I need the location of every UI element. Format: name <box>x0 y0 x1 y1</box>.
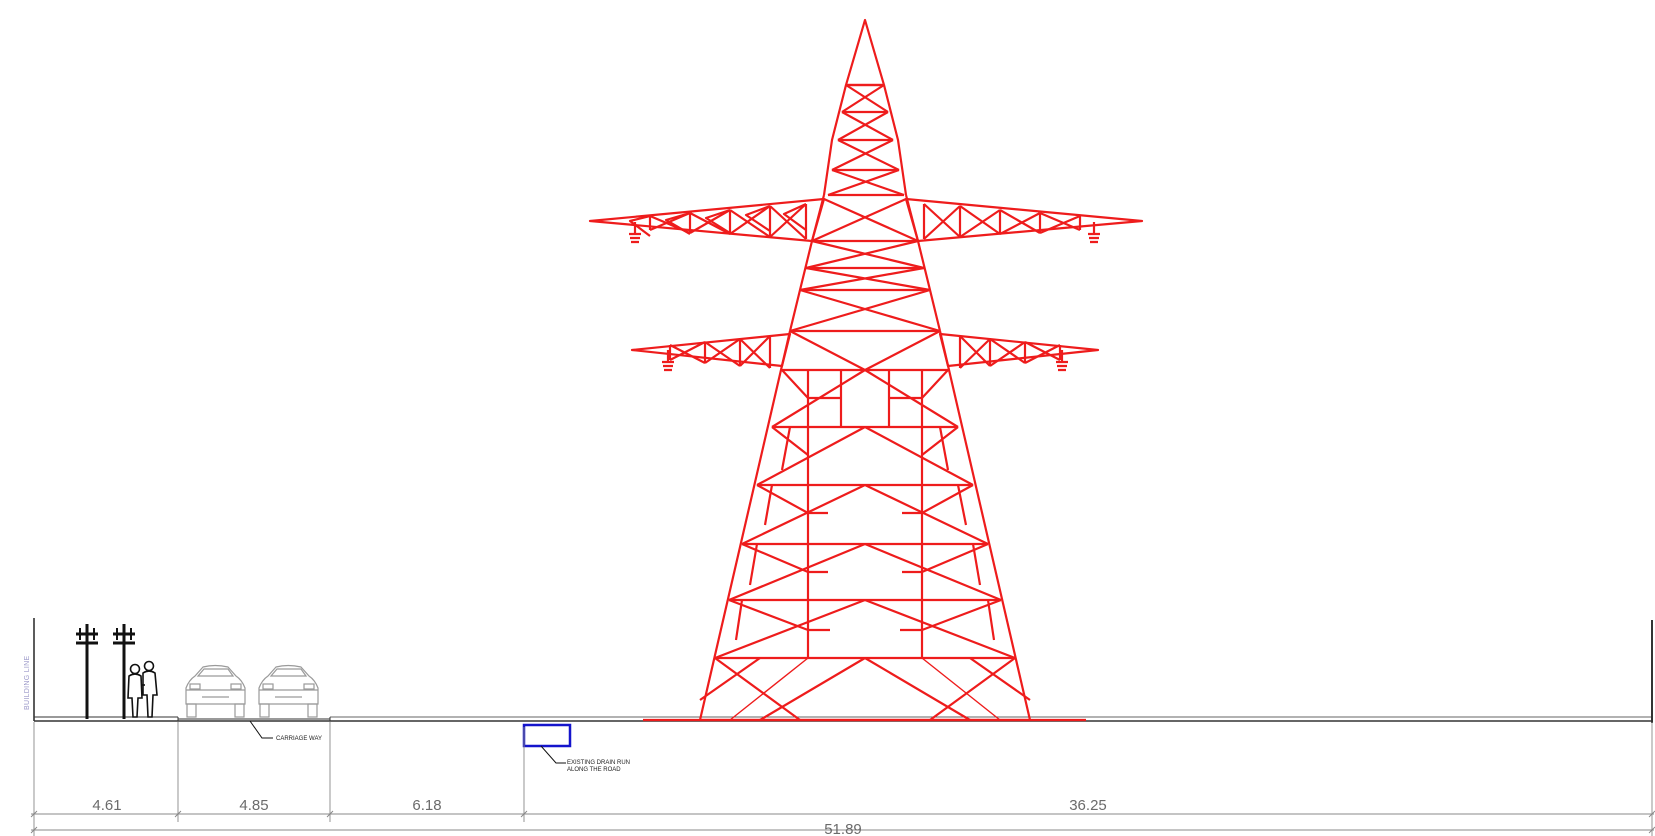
carriage-way-label: CARRIAGE WAY <box>276 736 322 742</box>
dimension-label-3: 6.18 <box>412 797 441 814</box>
car-icon <box>258 664 319 718</box>
building-line: BUILDING LINE <box>24 618 35 721</box>
street-pole-icon <box>113 624 135 719</box>
dimension-label-4: 36.25 <box>1069 797 1107 814</box>
drain-icon: EXISTING DRAIN RUN ALONG THE ROAD <box>522 723 630 773</box>
dimension-label-total: 51.89 <box>824 821 862 836</box>
street-pole-icon <box>76 624 98 719</box>
dimension-label-2: 4.85 <box>239 797 268 814</box>
drain-label-line2: ALONG THE ROAD <box>567 767 621 773</box>
car-icon <box>185 664 246 718</box>
pedestrians-icon <box>127 660 158 718</box>
tower-icon <box>588 18 1144 722</box>
dimension-lines <box>30 722 1655 836</box>
building-line-label: BUILDING LINE <box>24 656 31 710</box>
carriage-way-callout: CARRIAGE WAY <box>249 720 322 742</box>
dimension-label-1: 4.61 <box>92 797 121 814</box>
drain-label-line1: EXISTING DRAIN RUN <box>567 760 630 766</box>
dimension-labels: 4.61 4.85 6.18 36.25 51.89 <box>92 797 1106 836</box>
